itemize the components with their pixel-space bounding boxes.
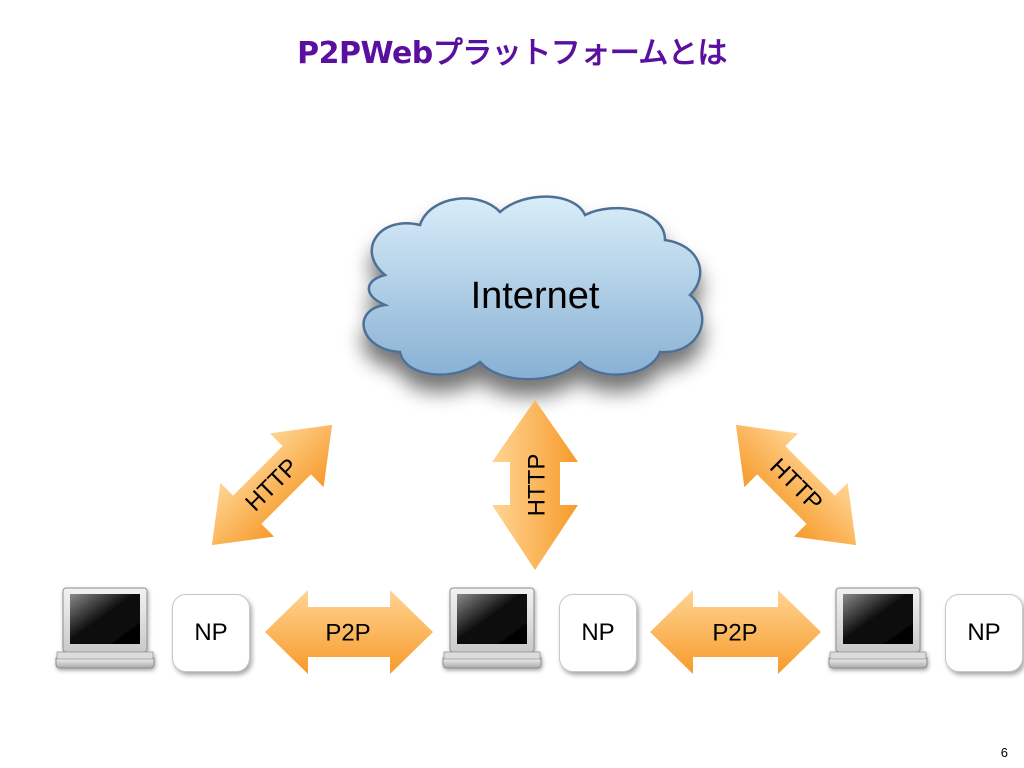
page-number: 6 <box>1000 745 1008 760</box>
laptop-icon <box>55 587 155 669</box>
laptop-icon <box>828 587 928 669</box>
internet-cloud <box>362 195 704 381</box>
np-node-box: NP <box>172 594 250 672</box>
np-label: NP <box>581 619 615 646</box>
p2p-right-label: P2P <box>712 620 757 647</box>
internet-label: Internet <box>471 275 600 317</box>
p2p-left-label: P2P <box>325 620 370 647</box>
p2p-arrow-left: P2P <box>265 590 433 674</box>
np-node-box: NP <box>559 594 637 672</box>
http-center-label: HTTP <box>524 454 551 517</box>
p2p-arrow-right: P2P <box>650 590 821 674</box>
np-node-box: NP <box>945 594 1023 672</box>
http-arrow-right: HTTP <box>735 424 857 546</box>
laptop-icon <box>442 587 542 669</box>
http-arrow-left: HTTP <box>211 424 333 546</box>
np-label: NP <box>194 619 228 646</box>
slide-title: P2PWebプラットフォームとは <box>297 36 727 71</box>
http-arrow-center: HTTP <box>492 400 578 570</box>
np-label: NP <box>967 619 1001 646</box>
